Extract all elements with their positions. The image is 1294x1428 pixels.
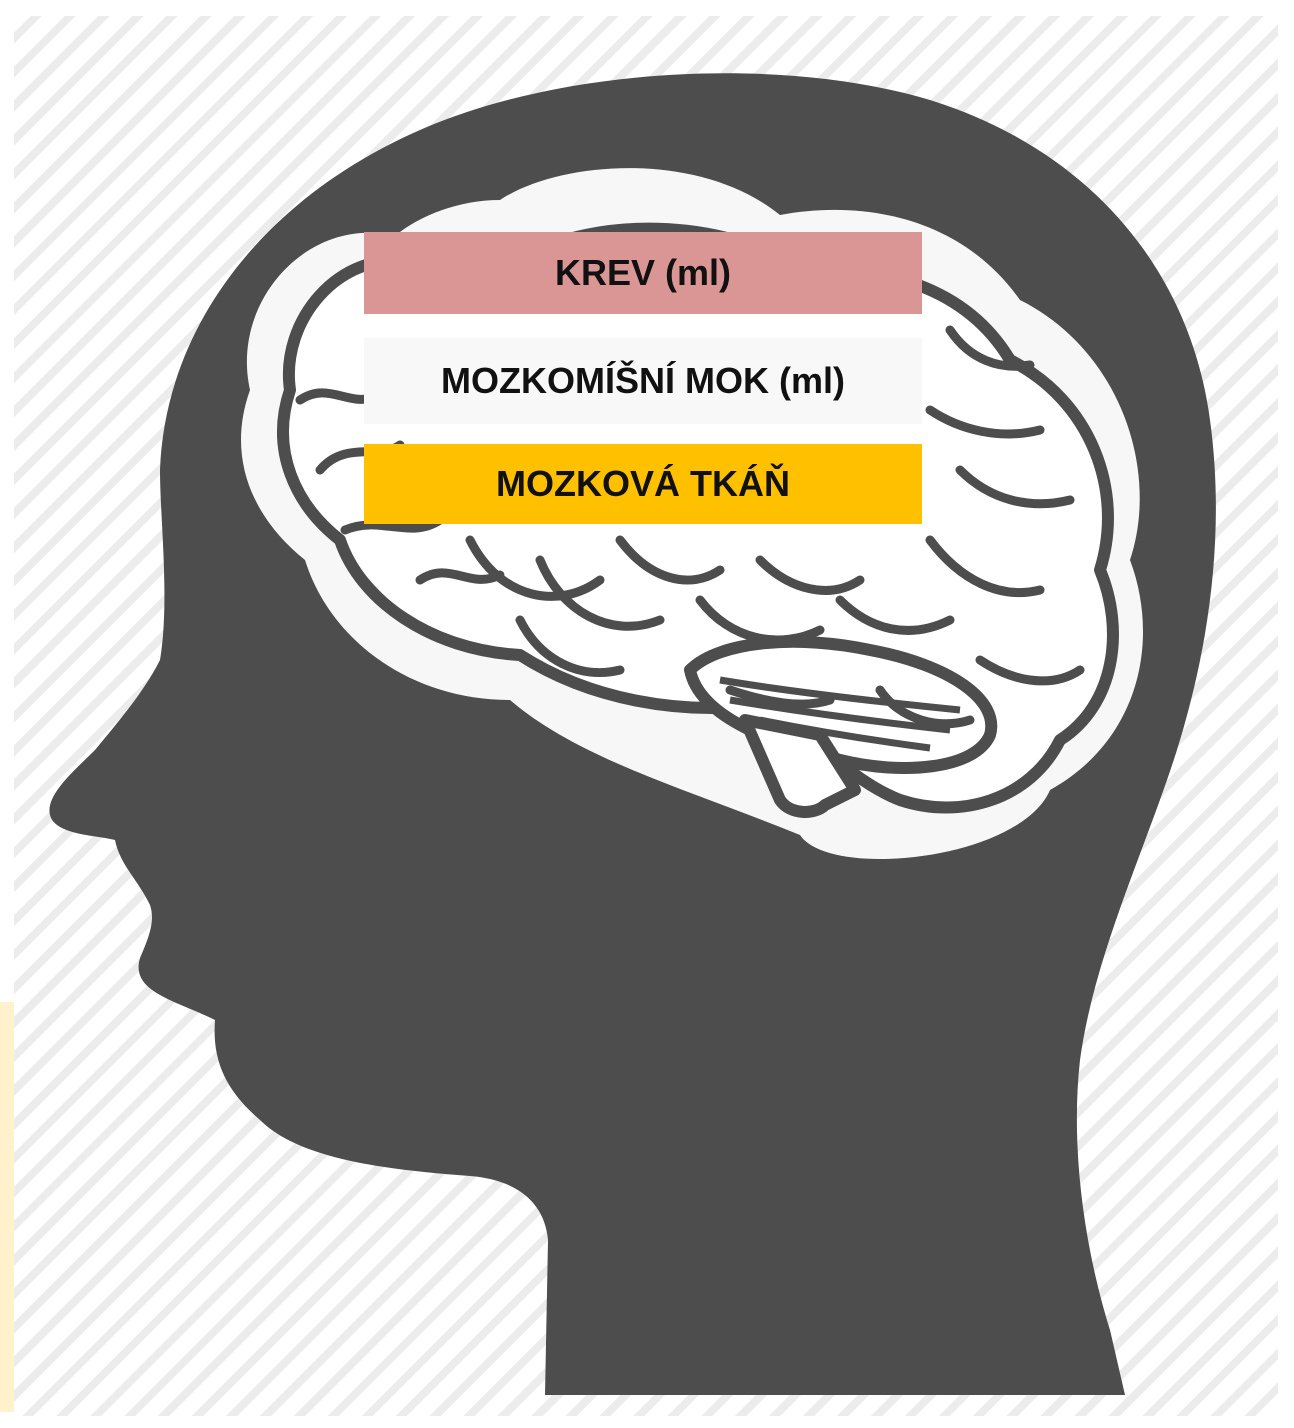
- csf-label: MOZKOMÍŠNÍ MOK (ml): [441, 360, 845, 402]
- blood-label: KREV (ml): [555, 252, 731, 294]
- blood-label-box: KREV (ml): [364, 232, 922, 314]
- tissue-label: MOZKOVÁ TKÁŇ: [496, 463, 790, 505]
- tissue-label-box: MOZKOVÁ TKÁŇ: [364, 444, 922, 524]
- csf-label-box: MOZKOMÍŠNÍ MOK (ml): [364, 338, 922, 424]
